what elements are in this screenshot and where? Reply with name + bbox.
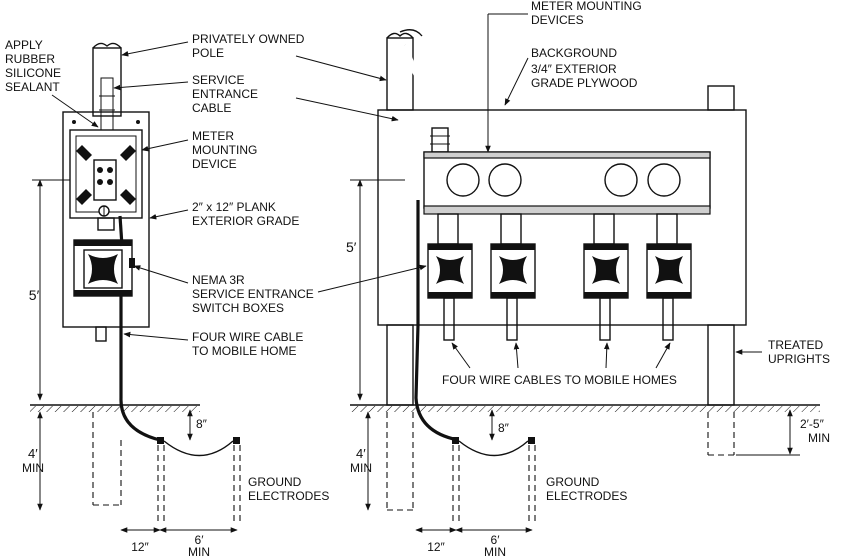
left-pole (92, 47, 122, 117)
right-depth-dim: 4′ (356, 446, 366, 461)
right-nema-box-4 (646, 213, 692, 341)
left-meter-jaws (76, 145, 136, 217)
right-trench-dim: 8″ (498, 421, 510, 435)
left-four-wire-cable (119, 296, 161, 442)
left-spacing-dim: 6′ (195, 533, 205, 547)
label-four-wire-cables: FOUR WIRE CABLES TO MOBILE HOMES (442, 373, 677, 387)
right-leaders (295, 13, 762, 369)
right-meter-rail (423, 151, 711, 209)
right-meter-2 (488, 163, 522, 197)
right-nema-box-2 (490, 213, 536, 341)
upright-depth-dim: 2′-5″MIN (800, 417, 830, 445)
right-meter-1 (446, 163, 480, 197)
right-upright-left (386, 324, 414, 406)
left-service-cable (100, 77, 114, 131)
right-spacing-dim: 6′ (491, 533, 501, 547)
right-height-dim: 5′ (346, 239, 357, 255)
right-background-plywood (377, 109, 747, 326)
right-offset-dim: 12″ (427, 540, 445, 554)
left-trench-dim: 8″ (196, 417, 208, 431)
right-nema-box-3 (583, 213, 629, 341)
right-upright-right (707, 324, 735, 406)
left-leaders (51, 41, 189, 341)
left-offset-dim: 12″ (131, 540, 149, 554)
left-depth-min: MIN (22, 461, 44, 475)
right-assembly: 5′ 4′ MIN 8″ 12″ 6′ MIN (346, 29, 820, 559)
right-spacing-min: MIN (484, 545, 506, 559)
right-meter-3 (604, 163, 638, 197)
right-depth-min: MIN (350, 461, 372, 475)
left-depth-dim: 4′ (28, 446, 38, 461)
left-spacing-min: MIN (188, 545, 210, 559)
left-height-dim: 5′ (29, 287, 40, 303)
right-nema-box-1 (427, 213, 473, 341)
left-assembly: 5′ 4′ MIN 8″ 12″ 6′ MIN (22, 42, 241, 559)
right-meter-4 (647, 163, 681, 197)
